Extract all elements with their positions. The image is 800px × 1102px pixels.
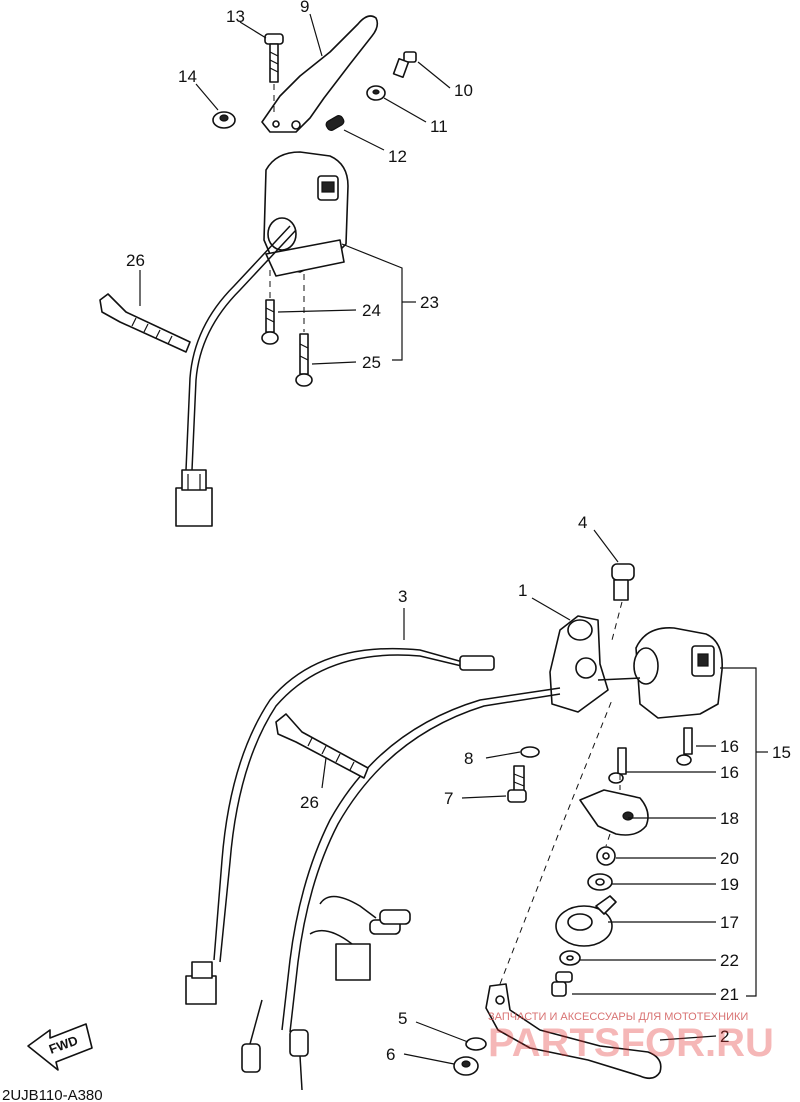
callout-9: 9 xyxy=(300,0,309,16)
callout-21: 21 xyxy=(720,985,739,1004)
collar-screw-part xyxy=(551,971,573,997)
switch-harness-wire xyxy=(191,229,297,471)
callout-4: 4 xyxy=(578,513,587,532)
callout-18: 18 xyxy=(720,809,739,828)
throttle-collar-part xyxy=(555,895,617,947)
cable-tie-upper-part xyxy=(99,293,191,353)
callout-24: 24 xyxy=(362,301,381,320)
callout-16-b: 16 xyxy=(720,763,739,782)
switch-screw-long-part xyxy=(295,333,313,387)
cable-tie-lower-part xyxy=(275,713,369,779)
throttle-housing-part xyxy=(579,789,649,836)
callout-14: 14 xyxy=(178,67,197,86)
callout-10: 10 xyxy=(454,81,473,100)
holder-screw-part xyxy=(507,765,527,803)
callout-1: 1 xyxy=(518,581,527,600)
callout-22: 22 xyxy=(720,951,739,970)
watermark-logo-text: PARTSFOR.RU xyxy=(488,1021,774,1065)
watermark-subtext: ЗАПЧАСТИ И АКСЕССУАРЫ ДЛЯ МОТОТЕХНИКИ xyxy=(488,1011,748,1023)
left-handlebar-switch-part xyxy=(263,151,349,277)
forward-direction-arrow-icon: FWD xyxy=(27,1023,93,1071)
callout-5: 5 xyxy=(398,1009,407,1028)
o-ring-part xyxy=(465,1037,487,1051)
pivot-nut-part xyxy=(453,1056,479,1076)
star-washer-part xyxy=(596,846,616,866)
holder-bolt-part xyxy=(611,563,635,641)
callout-6: 6 xyxy=(386,1045,395,1064)
brake-lever-part xyxy=(485,983,662,1080)
flat-washer-part xyxy=(587,873,613,891)
nut-part xyxy=(212,111,236,129)
clutch-lever-part xyxy=(261,15,379,133)
lever-holder-part xyxy=(549,615,609,713)
diagram-reference-code: 2UJB110-A380 xyxy=(2,1087,103,1102)
callout-20: 20 xyxy=(720,849,739,868)
switch-screw-right-part xyxy=(608,727,693,784)
callout-7: 7 xyxy=(444,789,453,808)
callout-3: 3 xyxy=(398,587,407,606)
callout-26-upper: 26 xyxy=(126,251,145,270)
mirror-washer-part xyxy=(520,746,540,758)
callout-16-a: 16 xyxy=(720,737,739,756)
callout-26-lower: 26 xyxy=(300,793,319,812)
throttle-connector-part xyxy=(185,961,217,1005)
callout-19: 19 xyxy=(720,875,739,894)
callout-25: 25 xyxy=(362,353,381,372)
callout-2: 2 xyxy=(720,1027,729,1046)
adjuster-bolt-part xyxy=(392,51,417,79)
throttle-cable-part xyxy=(213,647,471,961)
harness-connectors-part xyxy=(241,895,411,1091)
callout-8: 8 xyxy=(464,749,473,768)
callout-17: 17 xyxy=(720,913,739,932)
spring-part xyxy=(325,115,345,131)
switch-screw-short-part xyxy=(261,299,279,345)
callout-12: 12 xyxy=(388,147,407,166)
right-handlebar-switch-part xyxy=(633,627,723,719)
switch-connector-part xyxy=(175,469,213,527)
callout-15: 15 xyxy=(772,743,791,762)
pivot-bolt-part xyxy=(264,33,284,83)
switch-harness-lower-wire xyxy=(281,687,561,1031)
callout-23: 23 xyxy=(420,293,439,312)
callout-11: 11 xyxy=(430,117,448,136)
lock-washer-part xyxy=(559,950,581,966)
callout-13: 13 xyxy=(226,7,245,26)
locknut-part xyxy=(366,85,386,101)
cable-adjuster-part xyxy=(459,655,495,671)
